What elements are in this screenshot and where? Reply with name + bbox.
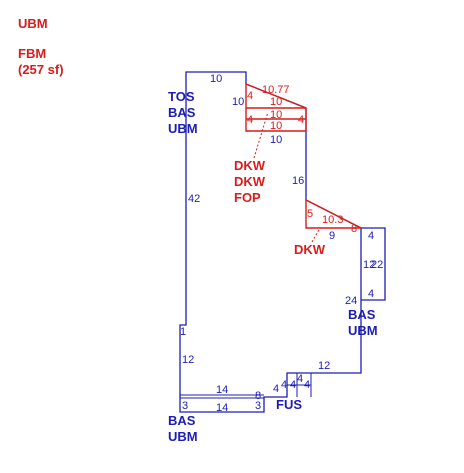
dim-10-top: 10 <box>210 73 222 85</box>
area-label-line: UBM <box>348 323 378 338</box>
dim-42: 42 <box>188 193 200 205</box>
dim-22: 22 <box>371 259 383 271</box>
dim-4-fus-c: 4 <box>290 379 296 391</box>
red-dim-10-3: 10.3 <box>322 214 343 226</box>
area-label-line: DKW <box>234 174 266 189</box>
fus-inner-lines <box>287 373 312 397</box>
dim-14-upper: 14 <box>216 384 228 396</box>
area-label-line: DKW <box>234 158 266 173</box>
red-dim-10-b: 10 <box>270 109 282 121</box>
bay-window-outline <box>361 227 386 301</box>
dim-10-bottom-upper: 10 <box>270 134 282 146</box>
area-label-line: BAS <box>348 307 376 322</box>
area-label-line: BAS <box>168 413 196 428</box>
area-label-line: BAS <box>168 105 196 120</box>
dim-16: 16 <box>292 175 304 187</box>
area-code-label: FBM <box>18 46 47 61</box>
area-size-label: (257 sf) <box>18 62 64 77</box>
red-dim-4-left-a: 4 <box>247 90 253 102</box>
area-label-bas-bottom: BAS UBM <box>168 413 198 445</box>
dim-12-bay: 12 <box>363 259 375 271</box>
dim-24: 24 <box>345 295 357 307</box>
bottom-inner-lines <box>180 394 264 399</box>
area-label-dkw-upper: DKW DKW FOP <box>234 158 265 206</box>
dim-10-left-upper: 10 <box>232 96 244 108</box>
dim-4-fus-b: 4 <box>281 379 287 391</box>
dim-4-fus-d: 4 <box>297 373 303 385</box>
red-dim-10-77: 10.77 <box>262 84 290 96</box>
area-label-line: FUS <box>276 397 302 412</box>
dim-3-left: 3 <box>182 400 188 412</box>
dim-4-right-bottom: 4 <box>368 288 374 300</box>
leader-upper <box>253 111 269 159</box>
area-label-bas-right: BAS UBM <box>348 307 378 339</box>
area-label-fus: FUS <box>276 397 302 413</box>
sketch-title: UBM <box>18 16 48 31</box>
area-label-line: TOS <box>168 89 195 104</box>
area-label-tos: TOS BAS UBM <box>168 89 198 137</box>
area-label-line: UBM <box>168 121 198 136</box>
red-dim-10-a: 10 <box>270 96 282 108</box>
dim-14-lower: 14 <box>216 402 228 414</box>
red-dim-4-left-b: 4 <box>247 114 253 126</box>
dim-12-left: 12 <box>182 354 194 366</box>
dim-3-right: 3 <box>255 400 261 412</box>
dim-4-fus-e: 4 <box>304 379 310 391</box>
area-label-dkw-lower: DKW <box>294 242 325 258</box>
dim-1: 1 <box>180 326 186 338</box>
area-label-line: FOP <box>234 190 261 205</box>
dim-4-right-top: 4 <box>368 230 374 242</box>
leader-lower <box>311 227 321 243</box>
dim-9: 9 <box>329 230 335 242</box>
dim-12-mid: 12 <box>318 360 330 372</box>
red-dim-10-c: 10 <box>270 120 282 132</box>
deck-lower-outline <box>305 198 362 229</box>
dim-8: 8 <box>255 390 261 402</box>
red-dim-4-right: 4 <box>298 114 304 126</box>
red-dim-5: 5 <box>307 208 313 220</box>
deck-upper-outline <box>245 82 307 132</box>
red-dim-8: 8 <box>351 223 357 235</box>
dim-4-fus-a: 4 <box>273 383 279 395</box>
area-label-line: UBM <box>168 429 198 444</box>
area-label-line: DKW <box>294 242 326 257</box>
